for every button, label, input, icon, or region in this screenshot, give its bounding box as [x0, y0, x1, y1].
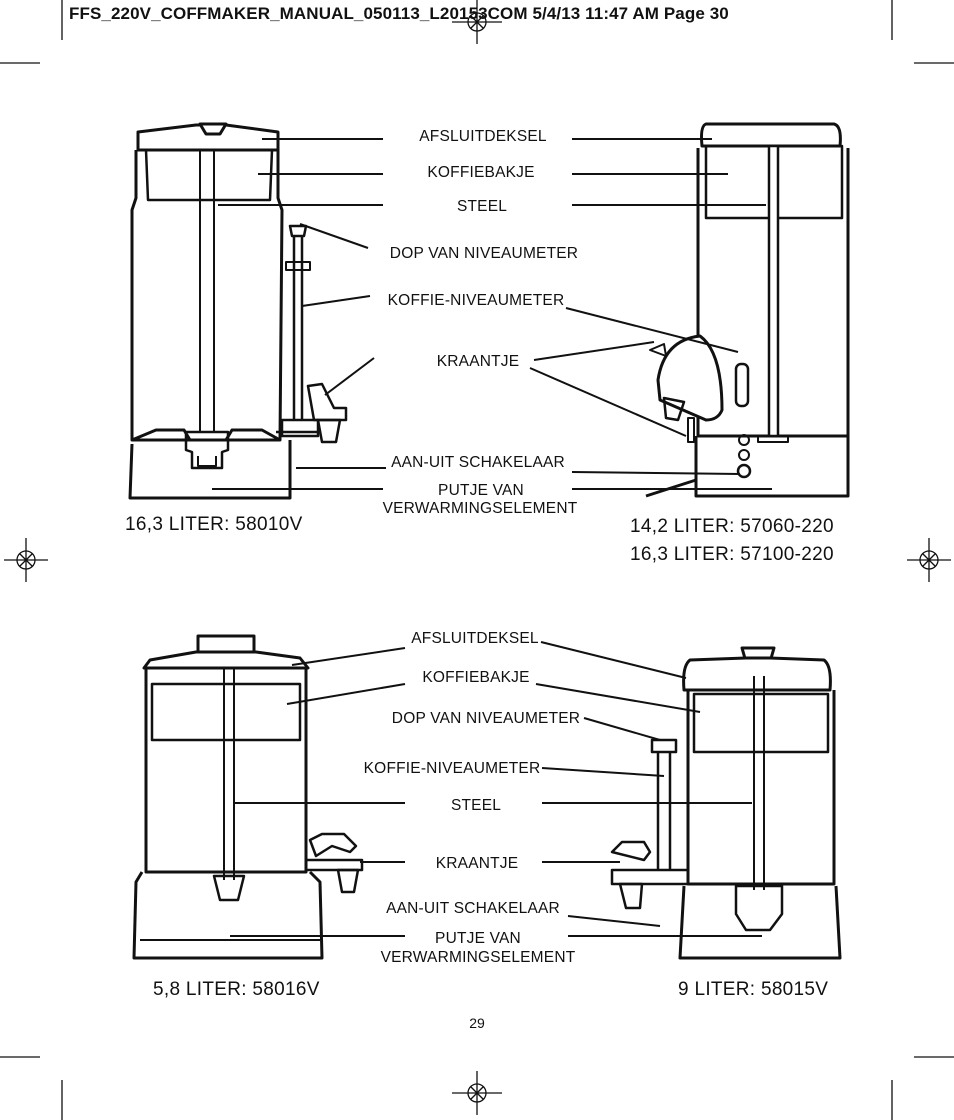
label-faucet-top: KRAANTJE: [436, 353, 520, 370]
label-switch-top: AAN-UIT SCHAKELAAR: [391, 454, 565, 471]
page-number: 29: [469, 1015, 485, 1031]
urn-58015v-drawing: [612, 648, 840, 958]
label-stem-top: STEEL: [456, 198, 508, 215]
urn-58016v-drawing: [134, 636, 362, 958]
label-well-line2-bottom: VERWARMINGSELEMENT: [380, 949, 576, 966]
label-basket-bottom: KOFFIEBAKJE: [422, 669, 530, 686]
label-well-line1-bottom: PUTJE VAN: [435, 930, 521, 947]
label-lid-bottom: AFSLUITDEKSEL: [411, 630, 539, 647]
print-slug-header: FFS_220V_COFFMAKER_MANUAL_050113_L20153C…: [69, 4, 729, 23]
label-gauge-cap-bottom: DOP VAN NIVEAUMETER: [391, 710, 581, 727]
label-basket-top: KOFFIEBAKJE: [427, 164, 535, 181]
label-faucet-bottom: KRAANTJE: [435, 855, 519, 872]
label-well-line2-top: VERWARMINGSELEMENT: [382, 500, 578, 517]
label-well-line1-top: PUTJE VAN: [438, 482, 524, 499]
label-gauge-top: KOFFIE-NIVEAUMETER: [387, 292, 565, 309]
registration-mark-bottom: [452, 1071, 502, 1115]
registration-mark-right: [907, 538, 951, 582]
caption-57100-220: 16,3 LITER: 57100-220: [630, 544, 834, 565]
label-switch-bottom: AAN-UIT SCHAKELAAR: [386, 900, 560, 917]
label-lid-top: AFSLUITDEKSEL: [419, 128, 547, 145]
registration-mark-top: [452, 0, 502, 44]
urn-57060-57100-drawing: [646, 124, 848, 496]
label-gauge-cap-top: DOP VAN NIVEAUMETER: [389, 245, 579, 262]
label-stem-bottom: STEEL: [450, 797, 502, 814]
caption-58015v: 9 LITER: 58015V: [678, 979, 829, 1000]
label-gauge-bottom: KOFFIE-NIVEAUMETER: [363, 760, 541, 777]
urn-58010v-drawing: [130, 124, 346, 498]
caption-57060-220: 14,2 LITER: 57060-220: [630, 516, 834, 537]
caption-58016v: 5,8 LITER: 58016V: [153, 979, 320, 1000]
caption-58010v: 16,3 LITER: 58010V: [125, 514, 303, 535]
registration-mark-left: [4, 538, 48, 582]
leader-lines: [212, 139, 772, 936]
